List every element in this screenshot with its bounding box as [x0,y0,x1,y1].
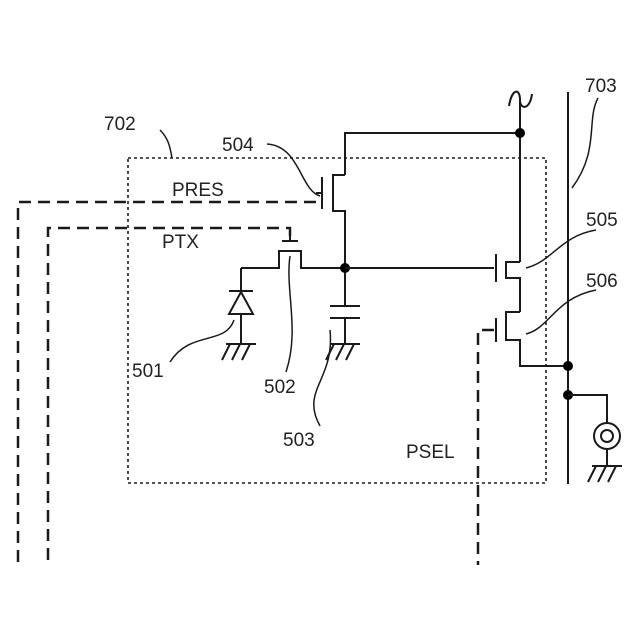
current-source-wire [568,395,607,466]
capacitor-ground [326,344,360,360]
label-503: 503 [283,430,315,451]
label-leader-503 [314,330,331,426]
reset-transistor [333,175,345,268]
label-leader-504 [267,144,320,196]
transfer-transistor [241,251,345,268]
output-node-upper [563,361,573,371]
ptx-signal-line [48,228,290,565]
label-504: 504 [222,135,254,156]
label-leader-505 [526,230,596,268]
photodiode-symbol [229,292,253,314]
power-supply-symbol [509,92,532,133]
current-source-ground [588,466,622,482]
label-pres: PRES [172,180,224,201]
select-transistor [506,312,568,366]
label-505: 505 [586,210,618,231]
photodiode-ground [222,344,256,360]
label-501: 501 [132,361,164,382]
current-source-inner-icon [601,430,613,442]
label-leader-702 [160,130,172,158]
label-psel: PSEL [406,442,455,463]
label-502: 502 [264,377,296,398]
power-node [515,128,525,138]
pixel-region-boundary [128,158,546,483]
label-leader-703 [572,98,598,188]
label-506: 506 [586,271,618,292]
psel-signal-line [478,330,494,565]
label-703: 703 [585,76,617,97]
label-702: 702 [104,114,136,135]
power-supply-wire [345,133,520,262]
label-leader-502 [286,256,292,372]
label-leader-506 [526,290,596,334]
amplifier-transistor [506,262,520,312]
label-ptx: PTX [162,232,199,253]
current-source-icon [594,423,620,449]
